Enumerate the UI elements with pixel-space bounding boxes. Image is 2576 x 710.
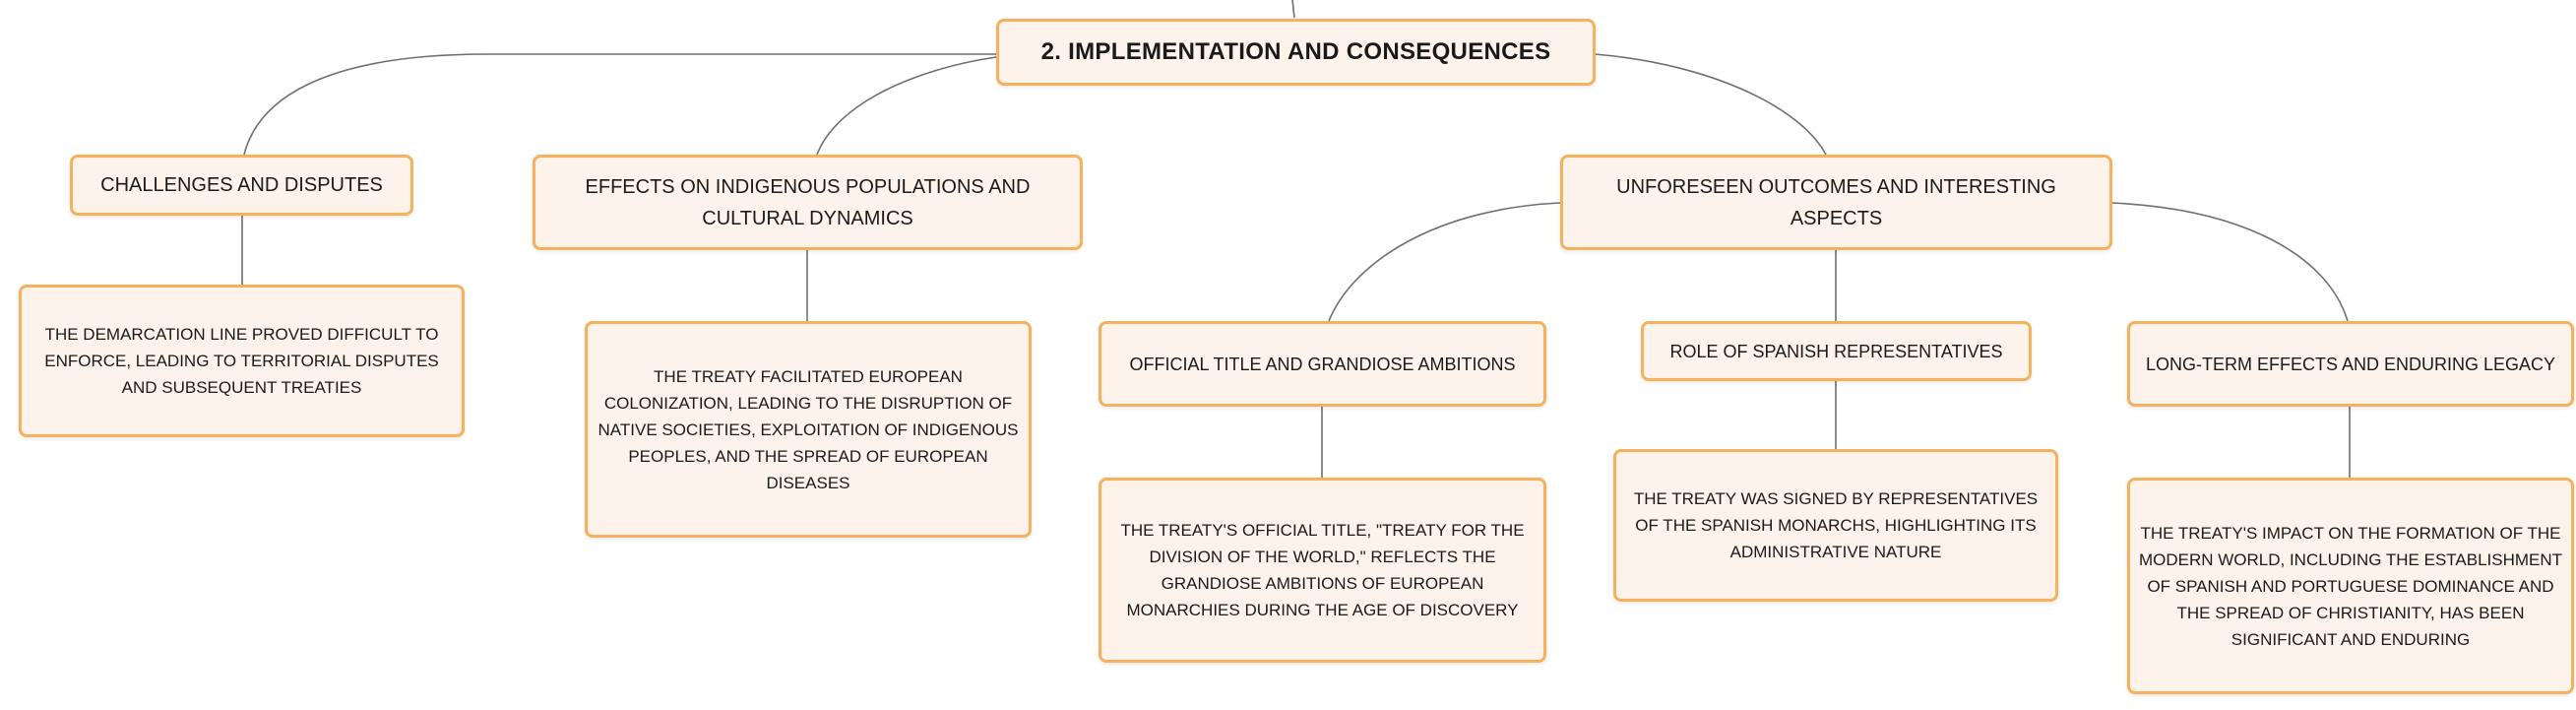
- connector-incoming: [1291, 0, 1295, 19]
- detail-text: THE TREATY WAS SIGNED BY REPRESENTATIVES…: [1633, 489, 2039, 561]
- subtopic-label: LONG-TERM EFFECTS AND ENDURING LEGACY: [2145, 354, 2556, 374]
- detail-long-term-effects[interactable]: THE TREATY'S IMPACT ON THE FORMATION OF …: [2127, 478, 2574, 694]
- topic-label: EFFECTS ON INDIGENOUS POPULATIONS AND CU…: [585, 175, 1031, 229]
- topic-label: UNFORESEEN OUTCOMES AND INTERESTING ASPE…: [1616, 175, 2056, 229]
- detail-challenges[interactable]: THE DEMARCATION LINE PROVED DIFFICULT TO…: [19, 285, 465, 437]
- detail-text: THE DEMARCATION LINE PROVED DIFFICULT TO…: [44, 325, 439, 397]
- connector-root-effects: [816, 56, 997, 156]
- detail-text: THE TREATY'S OFFICIAL TITLE, "TREATY FOR…: [1120, 521, 1525, 619]
- subtopic-official-title[interactable]: OFFICIAL TITLE AND GRANDIOSE AMBITIONS: [1099, 321, 1546, 407]
- detail-official-title[interactable]: THE TREATY'S OFFICIAL TITLE, "TREATY FOR…: [1099, 478, 1546, 663]
- subtopic-long-term-effects[interactable]: LONG-TERM EFFECTS AND ENDURING LEGACY: [2127, 321, 2574, 407]
- detail-effects[interactable]: THE TREATY FACILITATED EUROPEAN COLONIZA…: [585, 321, 1032, 538]
- connector-root-challenges: [243, 53, 996, 156]
- subtopic-label: OFFICIAL TITLE AND GRANDIOSE AMBITIONS: [1129, 354, 1516, 374]
- topic-label: CHALLENGES AND DISPUTES: [100, 174, 383, 196]
- topic-effects-on-indigenous-populations[interactable]: EFFECTS ON INDIGENOUS POPULATIONS AND CU…: [533, 155, 1083, 250]
- topic-unforeseen-outcomes[interactable]: UNFORESEEN OUTCOMES AND INTERESTING ASPE…: [1560, 155, 2112, 250]
- connector-unforeseen-legacy: [2110, 202, 2349, 322]
- connector-root-unforeseen: [1594, 53, 1827, 156]
- topic-challenges-and-disputes[interactable]: CHALLENGES AND DISPUTES: [70, 155, 413, 216]
- root-label: 2. IMPLEMENTATION AND CONSEQUENCES: [1040, 38, 1551, 65]
- detail-text: THE TREATY'S IMPACT ON THE FORMATION OF …: [2138, 523, 2563, 649]
- detail-role-of-spanish-representatives[interactable]: THE TREATY WAS SIGNED BY REPRESENTATIVES…: [1613, 449, 2058, 602]
- connector-unforeseen-title: [1328, 202, 1561, 322]
- root-node[interactable]: 2. IMPLEMENTATION AND CONSEQUENCES: [996, 19, 1596, 86]
- subtopic-role-of-spanish-representatives[interactable]: ROLE OF SPANISH REPRESENTATIVES: [1641, 321, 2032, 381]
- detail-text: THE TREATY FACILITATED EUROPEAN COLONIZA…: [597, 366, 1019, 492]
- subtopic-label: ROLE OF SPANISH REPRESENTATIVES: [1669, 341, 2003, 361]
